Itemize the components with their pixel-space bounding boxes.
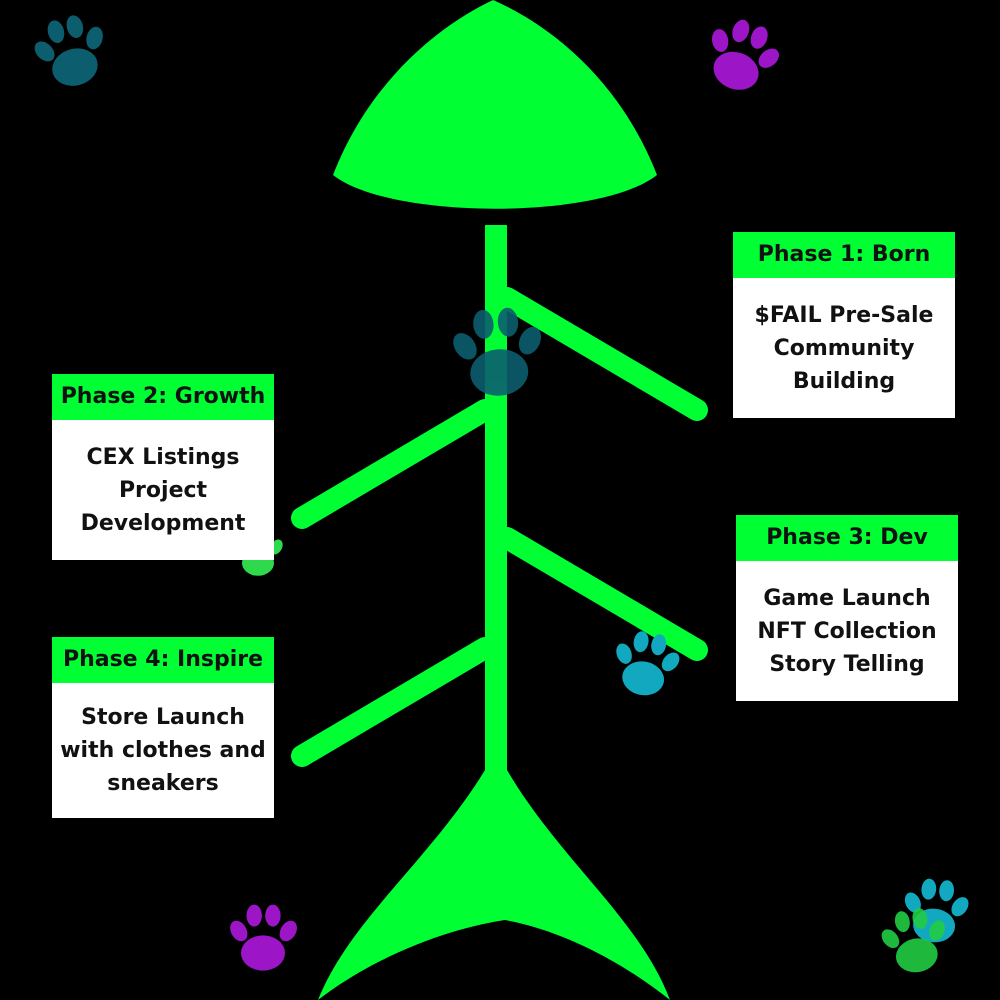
phase-line: with clothes and [60, 738, 266, 763]
phase-description: CEX Listings Project Development [52, 420, 274, 560]
phase-card-1: Phase 1: Born $FAIL Pre-Sale Community B… [733, 232, 955, 418]
phase-line: sneakers [107, 771, 219, 796]
phase-line: Development [80, 510, 246, 536]
phase-description: $FAIL Pre-Sale Community Building [733, 278, 955, 418]
phase-line: Story Telling [769, 651, 925, 677]
fish-tail [318, 770, 670, 1000]
phase-line: $FAIL Pre-Sale [754, 302, 934, 328]
paw-print-icon [226, 904, 301, 971]
phase-description: Game Launch NFT Collection Story Telling [736, 561, 958, 701]
fish-bone-3 [496, 527, 708, 661]
fish-head [333, 0, 657, 209]
fish-skeleton-icon [291, 0, 708, 1000]
phase-line: Building [792, 368, 896, 394]
phase-card-2: Phase 2: Growth CEX Listings Project Dev… [52, 374, 274, 560]
paw-print-icon [694, 10, 791, 102]
fish-bone-2 [291, 399, 496, 529]
fish-bone-1 [496, 287, 708, 421]
phase-card-3: Phase 3: Dev Game Launch NFT Collection … [736, 515, 958, 701]
phase-title: Phase 3: Dev [736, 515, 958, 561]
phase-title: Phase 4: Inspire [52, 637, 274, 683]
phase-description: Store Launch with clothes and sneakers [52, 683, 274, 818]
fish-bone-4 [291, 637, 496, 767]
phase-line: Project [118, 477, 208, 503]
phase-title: Phase 1: Born [733, 232, 955, 278]
phase-title: Phase 2: Growth [52, 374, 274, 420]
phase-line: Store Launch [81, 705, 245, 730]
phase-line: Community [773, 335, 915, 361]
phase-line: NFT Collection [757, 618, 937, 644]
phase-card-4: Phase 4: Inspire Store Launch with cloth… [52, 637, 274, 818]
phase-line: Game Launch [763, 585, 931, 611]
phase-line: CEX Listings [86, 444, 240, 470]
paw-print-icon [25, 8, 118, 95]
